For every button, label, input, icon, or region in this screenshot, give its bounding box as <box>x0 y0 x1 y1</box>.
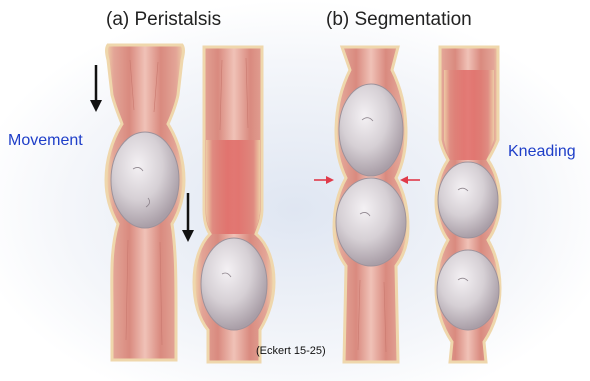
bolus <box>336 178 406 266</box>
movement-label: Movement <box>8 132 83 149</box>
segmentation-tube-2 <box>436 47 500 362</box>
contracted-region <box>444 70 494 160</box>
contracted-region <box>206 140 260 234</box>
segmentation-title: (b) Segmentation <box>326 9 472 30</box>
kneading-label: Kneading <box>508 143 576 160</box>
citation-label: (Eckert 15-25) <box>256 345 326 357</box>
bolus <box>437 250 499 330</box>
bolus <box>111 132 179 228</box>
peristalsis-title: (a) Peristalsis <box>106 9 221 30</box>
peristalsis-tube-1 <box>106 45 184 360</box>
bolus <box>339 84 403 176</box>
segmentation-tube-1 <box>334 47 408 362</box>
peristalsis-tube-2 <box>194 47 274 362</box>
bolus <box>201 238 267 330</box>
bolus <box>438 162 498 238</box>
